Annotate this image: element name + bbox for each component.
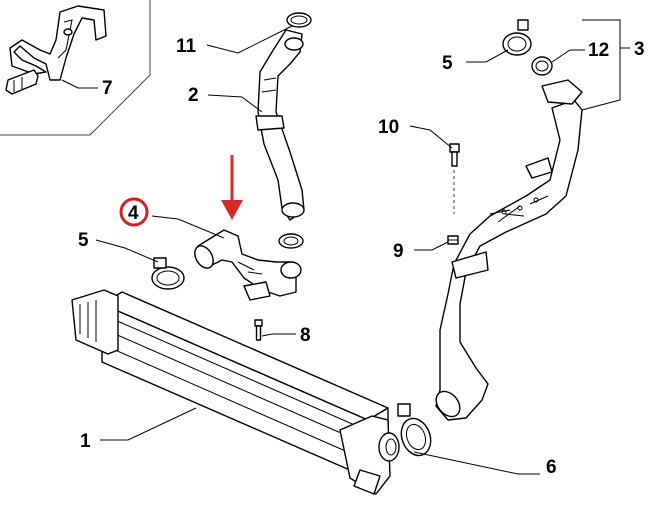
clamp-part-5-left[interactable]: [151, 257, 185, 290]
leader-11: [206, 25, 293, 54]
leader-5-right: [466, 49, 509, 63]
leader-6: [413, 451, 540, 475]
callout-9: 9: [393, 241, 404, 262]
leader-1: [100, 407, 197, 441]
leader-7: [61, 79, 98, 89]
callout-4: 4: [128, 203, 139, 224]
hose-part-2[interactable]: [255, 29, 305, 221]
callout-5-right: 5: [442, 53, 453, 74]
clamp-part-11[interactable]: [286, 12, 312, 28]
bolt-part-10[interactable]: [449, 143, 460, 167]
leader-12: [551, 49, 585, 63]
callout-3: 3: [634, 39, 645, 60]
leader-8: [261, 333, 296, 337]
o-ring-part-12[interactable]: [531, 56, 553, 76]
leader-10: [409, 125, 453, 149]
clamp-part-6[interactable]: [396, 403, 435, 460]
callout-7: 7: [102, 78, 113, 99]
bracket-part-7[interactable]: [5, 5, 107, 95]
callout-10: 10: [378, 117, 399, 138]
leader-4: [151, 215, 225, 239]
bolt-part-8[interactable]: [254, 319, 263, 341]
leader-2: [207, 94, 263, 113]
hose-part-4[interactable]: [191, 229, 304, 301]
inset-frame: [0, 0, 151, 136]
callout-5-left: 5: [78, 230, 89, 251]
callout-8: 8: [300, 325, 311, 346]
intercooler-part-1[interactable]: [71, 289, 400, 495]
leader-3: [581, 19, 630, 111]
clamp-part-5-right[interactable]: [502, 19, 532, 56]
callout-12: 12: [588, 40, 609, 61]
highlight-arrow: [221, 155, 243, 220]
callout-1: 1: [80, 431, 91, 452]
callout-11: 11: [176, 36, 197, 57]
hose-part-3[interactable]: [431, 79, 583, 421]
callout-2: 2: [188, 85, 199, 106]
callout-6: 6: [546, 457, 557, 478]
leader-9: [414, 241, 449, 251]
leader-5-left: [95, 239, 159, 263]
nut-part-9[interactable]: [447, 235, 459, 245]
highlight-circle: [119, 197, 149, 227]
